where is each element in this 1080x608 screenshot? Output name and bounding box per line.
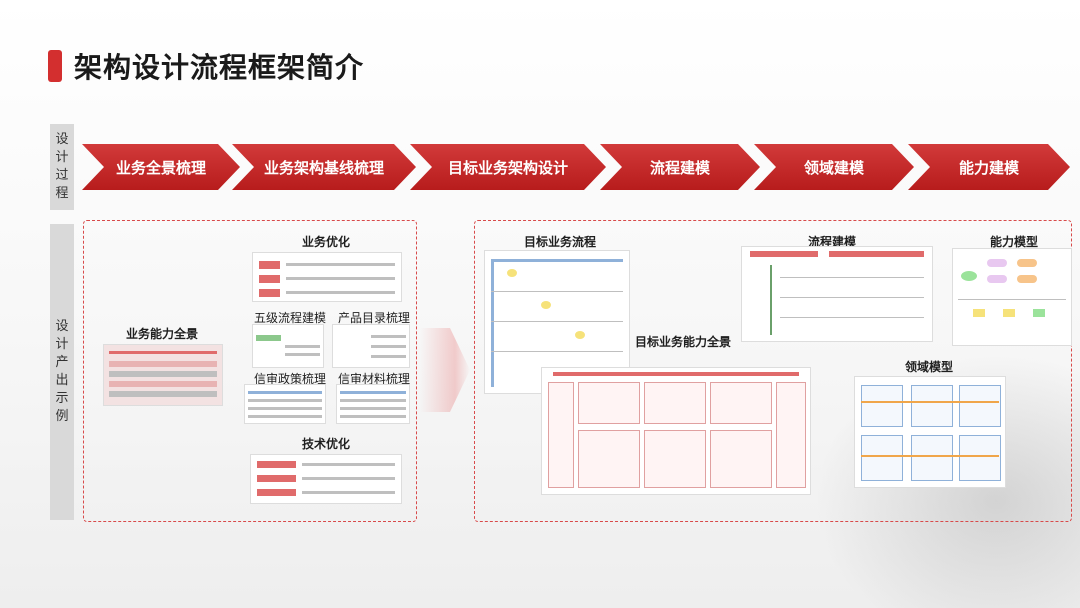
thumb-product-catalog [332,324,410,368]
step-arrow-6: 能力建模 [908,144,1070,190]
thumb-credit-policy [244,384,326,424]
thumb-biz-capability [103,344,223,406]
caption-biz-opt: 业务优化 [302,235,351,249]
step-arrow-1: 业务全景梳理 [82,144,240,190]
flow-connector-arrow [420,328,470,412]
thumb-target-capability [541,367,811,495]
caption-credit-policy: 信审政策梳理 [254,372,327,386]
thumb-biz-opt [252,252,402,302]
caption-five-level: 五级流程建模 [254,311,327,325]
step-arrow-5: 领域建模 [754,144,914,190]
thumb-tech-opt [250,454,402,504]
caption-capability-model: 能力模型 [990,235,1039,249]
caption-domain-model: 领域模型 [905,360,954,374]
caption-target-flow: 目标业务流程 [524,235,597,249]
step-arrow-4: 流程建模 [600,144,760,190]
caption-flow-model: 流程建模 [808,235,857,249]
right-output-panel [474,220,1072,522]
step-arrow-3: 目标业务架构设计 [410,144,606,190]
left-output-panel [83,220,417,522]
thumb-credit-material [336,384,410,424]
thumb-five-level [252,324,324,368]
caption-credit-material: 信审材料梳理 [338,372,411,386]
caption-tech-opt: 技术优化 [302,437,351,451]
caption-product-catalog: 产品目录梳理 [338,311,411,325]
thumb-capability-model [952,248,1072,346]
side-label-outputs: 设计产出示例 [50,224,74,520]
thumb-flow-model [741,246,933,342]
thumb-domain-model [854,376,1006,488]
step-arrow-2: 业务架构基线梳理 [232,144,416,190]
side-label-process: 设计过程 [50,124,74,210]
page-title: 架构设计流程框架简介 [74,51,365,84]
caption-biz-capability: 业务能力全景 [126,327,199,341]
caption-target-capability: 目标业务能力全景 [635,335,732,349]
title-accent-bar [48,50,62,82]
